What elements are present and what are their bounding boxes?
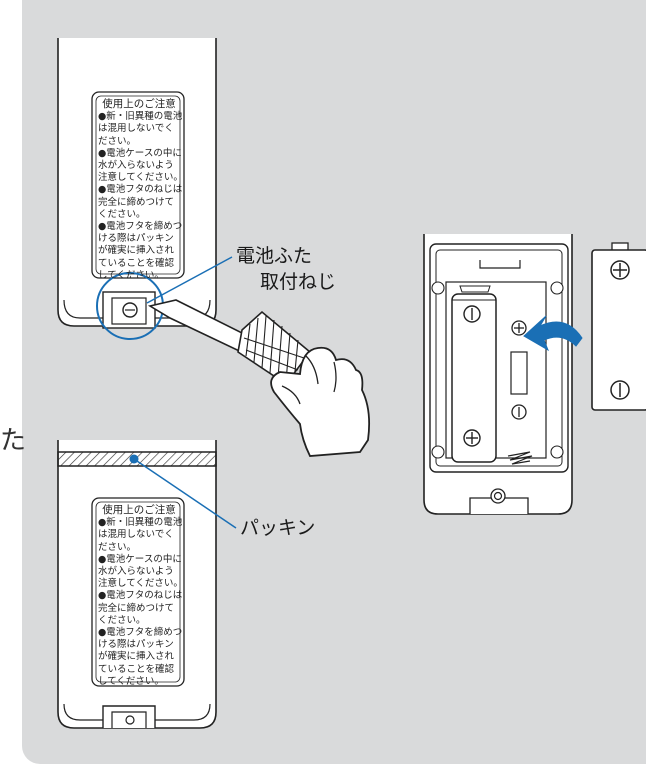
caution-line: ●電池フタのねじは bbox=[98, 184, 183, 196]
caution-line: ていることを確認 bbox=[98, 257, 175, 269]
caution-line: 完全に締めつけて bbox=[98, 602, 175, 614]
caution-line: ける際はパッキン bbox=[98, 639, 174, 651]
caution-line: ●電池ケースの中に bbox=[98, 147, 182, 159]
caution-line: は混用しないでく bbox=[98, 529, 174, 541]
caution-title: 使用上のご注意 bbox=[102, 98, 176, 110]
device-back-cover-bottom bbox=[57, 440, 217, 729]
caution-title: 使用上のご注意 bbox=[102, 504, 176, 516]
caution-line: が確実に挿入され bbox=[98, 651, 175, 663]
caution-line: は混用しないでく bbox=[98, 123, 174, 135]
screw-callout-label-line2: 取付ねじ bbox=[260, 271, 337, 293]
caution-line: してください。 bbox=[98, 675, 164, 687]
caution-line: ●新・旧異種の電池 bbox=[98, 111, 183, 123]
caution-line: 水が入らないよう bbox=[98, 566, 174, 578]
caution-line: 注意してください。 bbox=[98, 578, 183, 590]
battery-compartment bbox=[423, 234, 573, 515]
screwdriver-icon bbox=[147, 299, 312, 386]
caution-line: ●電池ケースの中に bbox=[98, 553, 182, 565]
caution-line: してください。 bbox=[98, 269, 164, 281]
device-back-cover-top bbox=[57, 38, 217, 329]
screw-callout-leader bbox=[146, 256, 233, 304]
caution-line: ください。 bbox=[98, 208, 146, 220]
plus-circle-icon bbox=[463, 429, 481, 447]
loose-battery bbox=[591, 242, 646, 411]
caution-line: ●電池フタを締めつ bbox=[98, 627, 183, 639]
caution-line: 水が入らないよう bbox=[98, 160, 174, 172]
plus-circle-icon bbox=[511, 320, 527, 336]
caution-line: ●新・旧異種の電池 bbox=[98, 517, 183, 529]
caution-line: 注意してください。 bbox=[98, 172, 183, 184]
caution-line: が確実に挿入され bbox=[98, 245, 175, 257]
caution-line: ください。 bbox=[98, 614, 146, 626]
minus-circle-icon bbox=[511, 404, 527, 420]
packing-callout-label: パッキン bbox=[240, 517, 316, 539]
caution-line: ていることを確認 bbox=[98, 663, 175, 675]
plus-circle-icon bbox=[610, 260, 630, 280]
caution-label-top: 使用上のご注意 ●新・旧異種の電池 は混用しないでく ださい。 ●電池ケースの中… bbox=[98, 98, 183, 282]
hand-icon bbox=[270, 346, 371, 457]
caution-line: ●電池フタを締めつ bbox=[98, 221, 183, 233]
caution-line: ●電池フタのねじは bbox=[98, 590, 183, 602]
caution-line: ける際はパッキン bbox=[98, 233, 174, 245]
caution-label-bottom: 使用上のご注意 ●新・旧異種の電池 は混用しないでく ださい。 ●電池ケースの中… bbox=[98, 504, 183, 688]
edge-text-fragment: た bbox=[0, 426, 27, 456]
caution-line: 完全に締めつけて bbox=[98, 196, 175, 208]
minus-circle-icon bbox=[610, 380, 630, 400]
screw-callout-label-line1: 電池ふた bbox=[236, 245, 313, 267]
caution-line: ださい。 bbox=[98, 541, 137, 553]
caution-line: ださい。 bbox=[98, 135, 137, 147]
minus-circle-icon bbox=[463, 305, 481, 323]
insert-arrow-icon bbox=[523, 315, 583, 352]
packing-callout-leader bbox=[133, 458, 237, 529]
